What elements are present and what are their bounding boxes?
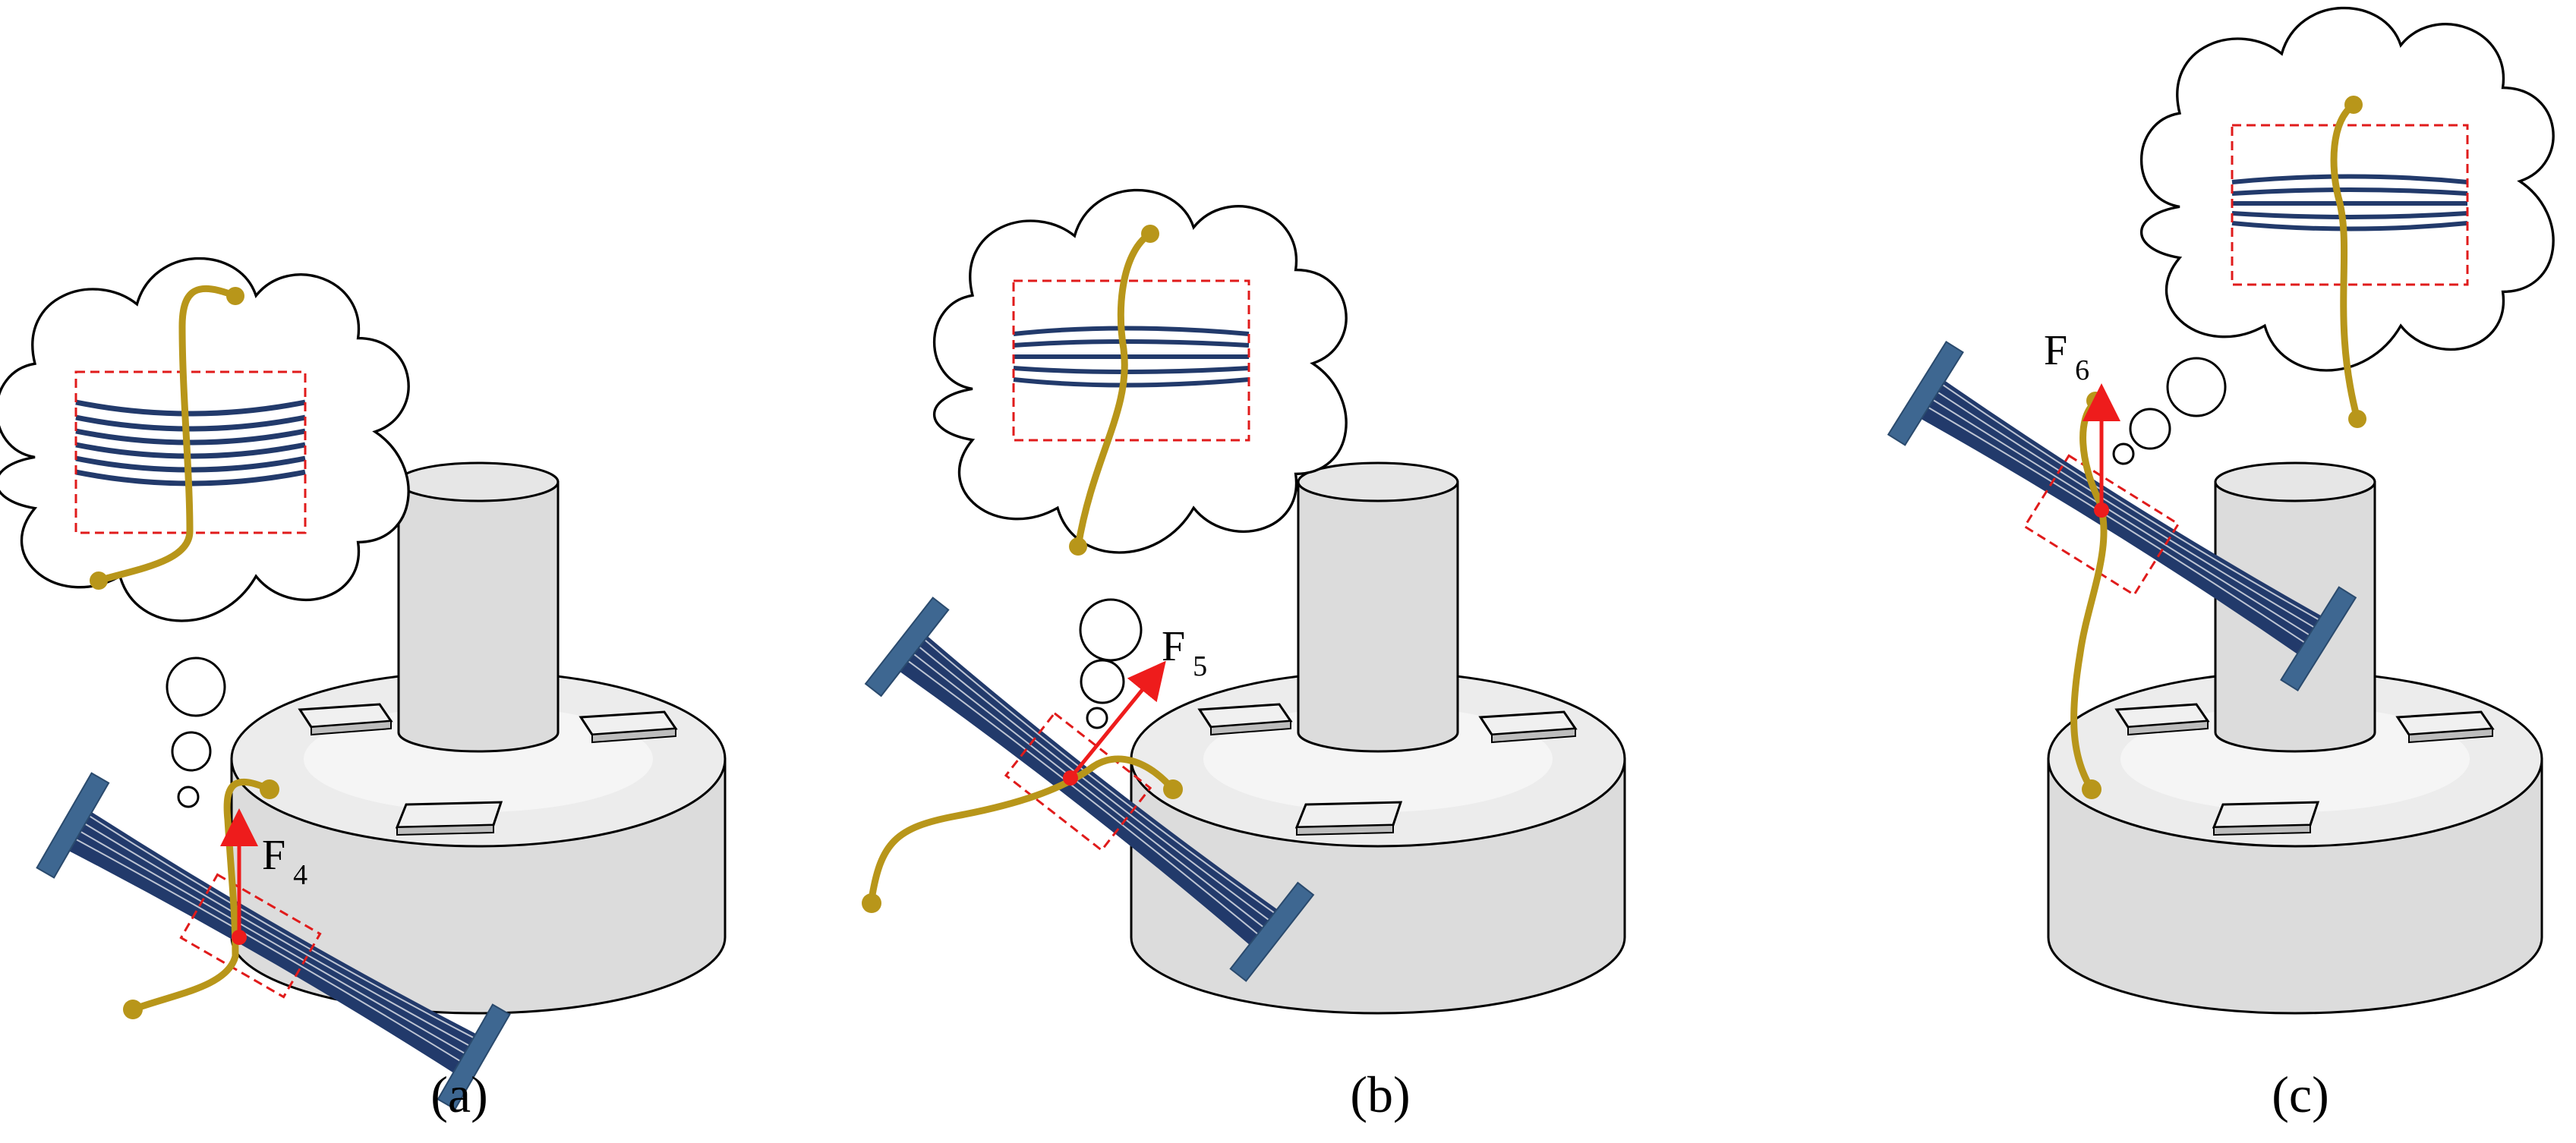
- strain-box: [2023, 454, 2180, 597]
- cloud-icon: [2112, 6, 2555, 465]
- cylinder-stand-icon: [1130, 461, 1626, 1015]
- force-arrow-icon: [1069, 660, 1166, 779]
- caption-b: (b): [1350, 1066, 1410, 1123]
- rope-icon: [90, 285, 244, 590]
- strain-box: [1004, 711, 1152, 852]
- rope-icon-main: [123, 779, 279, 1019]
- cloud-icon: [932, 188, 1348, 729]
- cylinder-stand-icon: [2047, 461, 2543, 1015]
- caption-c: (c): [2272, 1066, 2328, 1123]
- inset-bundle: [2231, 124, 2469, 286]
- rope-icon-main: [862, 755, 1183, 913]
- rope-icon: [1069, 225, 1159, 556]
- cloud-icon: [0, 257, 410, 808]
- rope-icon: [2330, 96, 2366, 428]
- caption-a: (a): [430, 1066, 487, 1123]
